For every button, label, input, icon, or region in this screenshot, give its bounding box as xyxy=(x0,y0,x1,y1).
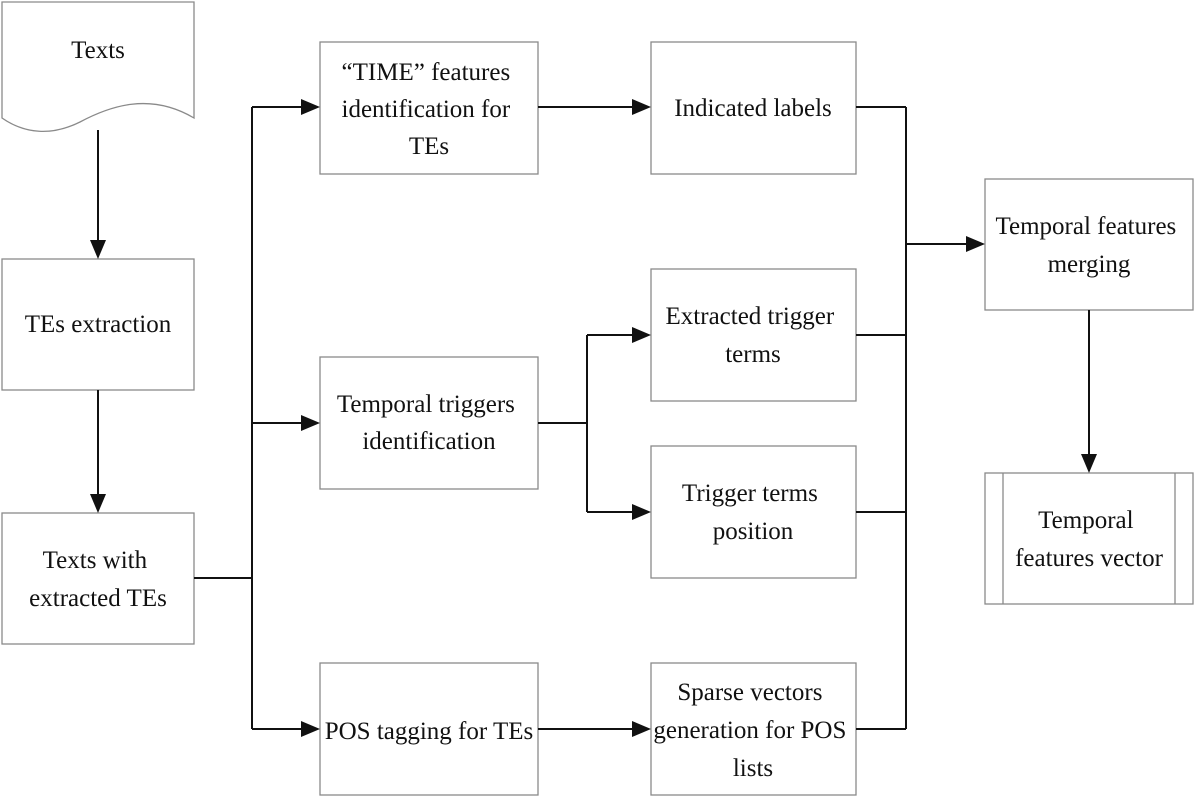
arrowhead-pos-tagging xyxy=(301,721,320,737)
tes-extraction-label: TEs extraction xyxy=(25,311,172,338)
arrowhead-extracted-terms xyxy=(632,327,651,343)
arrowhead-sparse-vectors xyxy=(632,721,651,737)
arrowhead-terms-position xyxy=(632,504,651,520)
arrowhead-time-features xyxy=(301,99,320,115)
arrowhead-vector xyxy=(1081,454,1097,473)
pos-tagging-label: POS tagging for TEs xyxy=(325,718,534,745)
extracted-trigger-terms-box xyxy=(650,268,857,402)
temporal-triggers-label: Temporal triggers identification xyxy=(337,391,521,455)
texts-with-tes-box xyxy=(1,512,195,645)
temporal-merging-box xyxy=(984,178,1194,311)
trigger-terms-position-label: Trigger terms position xyxy=(682,480,824,545)
arrowhead-extraction xyxy=(90,240,106,259)
temporal-vector-label: Temporal features vector xyxy=(1015,507,1164,572)
indicated-labels-box xyxy=(650,41,857,175)
texts-label: Texts xyxy=(71,37,125,64)
texts-document-shape xyxy=(1,1,195,132)
temporal-triggers-box xyxy=(319,356,539,490)
arrowhead-texts-with-tes xyxy=(90,494,106,513)
extracted-trigger-terms-label: Extracted trigger terms xyxy=(666,303,841,368)
temporal-vector-box xyxy=(984,472,1194,605)
tes-extraction-box xyxy=(1,258,195,391)
sparse-vectors-box xyxy=(650,662,857,796)
arrowhead-temporal-triggers xyxy=(301,415,320,431)
trigger-terms-position-box xyxy=(650,445,857,579)
texts-with-tes-label: Texts with extracted TEs xyxy=(29,547,167,612)
temporal-merging-label: Temporal features merging xyxy=(995,213,1182,278)
sparse-vectors-label: Sparse vectors generation for POS lists xyxy=(653,679,852,782)
arrowhead-merging xyxy=(966,236,985,252)
pos-tagging-box xyxy=(319,662,539,796)
indicated-labels-label: Indicated labels xyxy=(674,95,832,122)
arrowhead-indicated-labels xyxy=(632,99,651,115)
time-features-label: “TIME” features identification for TEs xyxy=(342,59,517,160)
